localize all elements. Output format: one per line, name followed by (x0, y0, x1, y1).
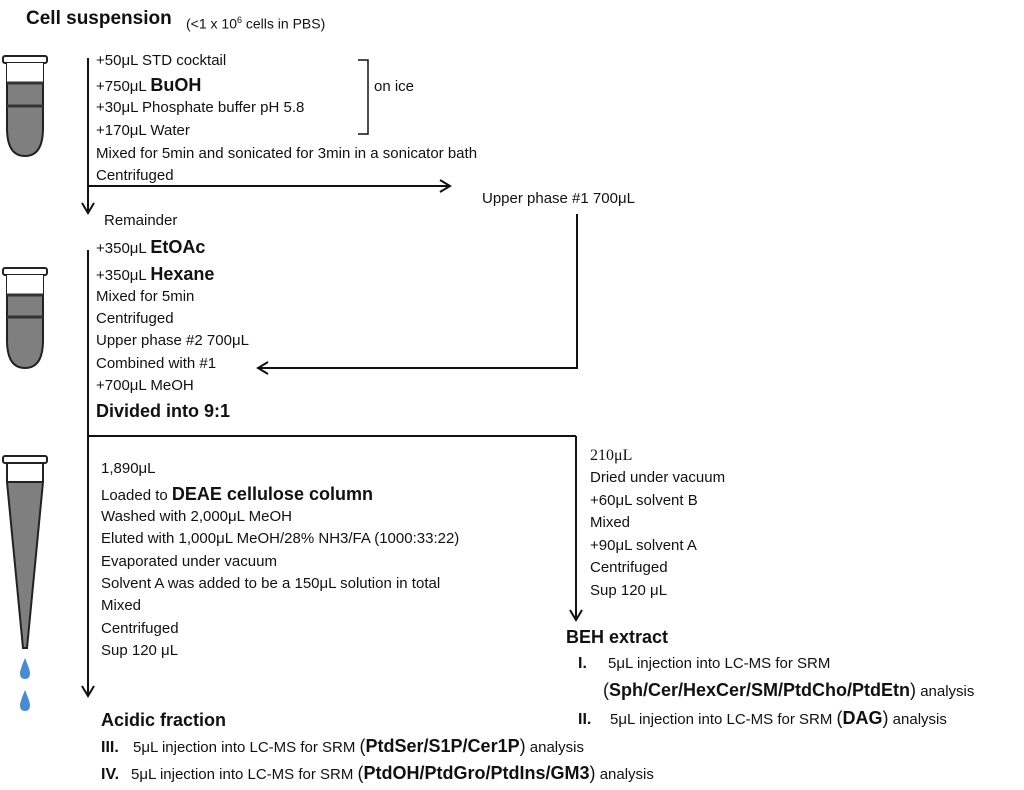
acidic-line7: Mixed (101, 597, 142, 614)
beh-line2: Dried under vacuum (590, 469, 726, 486)
drop-2-icon (20, 690, 30, 711)
acidic-line9: Sup 120 μL (101, 642, 179, 659)
beh-item-1-analytes: (Sph/Cer/HexCer/SM/PtdCho/PtdEtn) analys… (603, 680, 975, 700)
acidic-line5: Evaporated under vacuum (101, 553, 277, 570)
step2-line6: Combined with #1 (96, 355, 217, 372)
beh-line7: Sup 120 μL (590, 582, 668, 599)
acidic-item-4: IV.5μL injection into LC-MS for SRM (Ptd… (101, 763, 654, 783)
step1-line3: +30μL Phosphate buffer pH 5.8 (96, 99, 305, 116)
step2-line2: +350μL Hexane (96, 264, 215, 284)
step2-line4: Centrifuged (96, 310, 174, 327)
step1-line4: +170μL Water (96, 122, 190, 139)
column-tip-icon (2, 455, 48, 649)
step2-line7: +700μL MeOH (96, 377, 194, 394)
step1-line5: Mixed for 5min and sonicated for 3min in… (96, 145, 478, 162)
upper-phase-1-label: Upper phase #1 700μL (482, 190, 635, 207)
page-title: Cell suspension (26, 8, 172, 29)
acidic-line2: Loaded to DEAE cellulose column (101, 484, 373, 504)
step1-line2: +750μL BuOH (96, 75, 202, 95)
test-tube-2-icon (2, 267, 48, 370)
beh-line3: +60μL solvent B (590, 492, 698, 509)
step1-line1: +50μL STD cocktail (96, 52, 227, 69)
on-ice-label: on ice (374, 78, 415, 95)
step2-line3: Mixed for 5min (96, 288, 195, 305)
remainder-label: Remainder (104, 212, 178, 229)
beh-extract-title: BEH extract (566, 627, 669, 647)
acidic-line4: Eluted with 1,000μL MeOH/28% NH3/FA (100… (101, 530, 460, 547)
combine-arrow (256, 214, 578, 375)
acidic-line1: 1,890μL (101, 460, 156, 477)
divided-label: Divided into 9:1 (96, 401, 231, 421)
on-ice-bracket (358, 59, 369, 135)
acidic-line8: Centrifuged (101, 620, 179, 637)
step2-line5: Upper phase #2 700μL (96, 332, 249, 349)
acidic-item-3: III.5μL injection into LC-MS for SRM (Pt… (101, 736, 584, 756)
test-tube-1-icon (2, 55, 48, 158)
beh-line1: 210μL (590, 447, 633, 464)
drop-1-icon (20, 658, 30, 679)
page-subtitle: (<1 x 106 cells in PBS) (186, 15, 326, 32)
acidic-line6: Solvent A was added to be a 150μL soluti… (101, 575, 441, 592)
beh-item-2: II.5μL injection into LC-MS for SRM (DAG… (578, 708, 947, 728)
beh-item-1: I.5μL injection into LC-MS for SRM (578, 655, 831, 672)
beh-line5: +90μL solvent A (590, 537, 697, 554)
beh-line6: Centrifuged (590, 559, 668, 576)
acidic-line3: Washed with 2,000μL MeOH (101, 508, 292, 525)
step2-line1: +350μL EtOAc (96, 237, 206, 257)
acidic-fraction-title: Acidic fraction (101, 710, 227, 730)
step1-line6: Centrifuged (96, 167, 174, 184)
beh-line4: Mixed (590, 514, 631, 531)
